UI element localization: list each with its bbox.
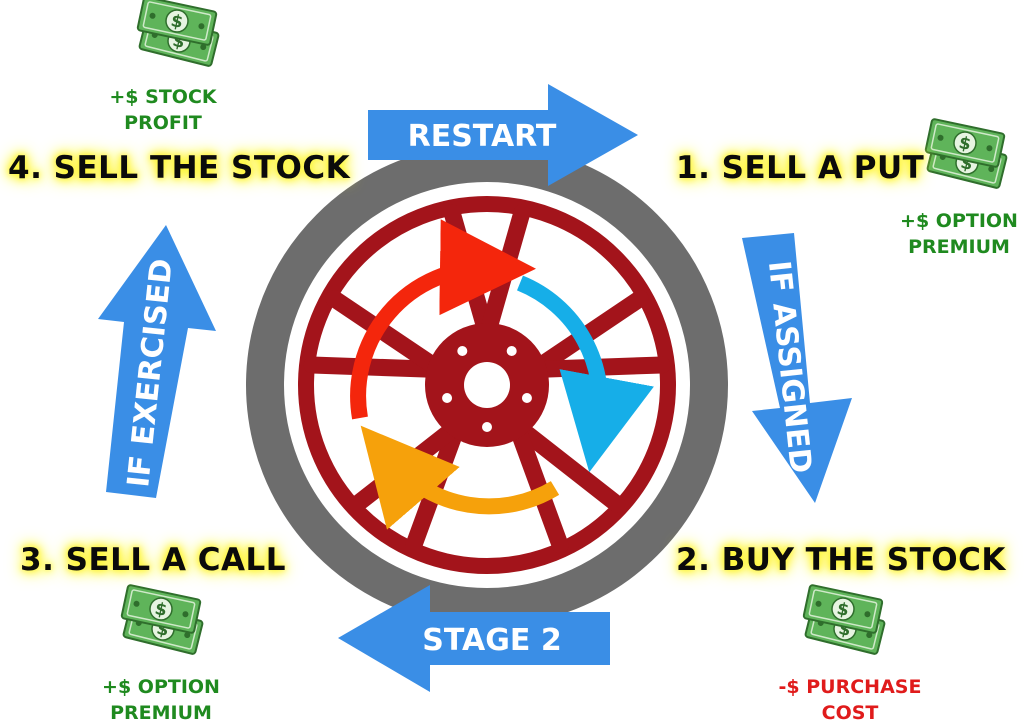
dollar-bill: $ <box>136 0 218 46</box>
step-1-sell-a-put: 1. SELL A PUT <box>676 150 925 186</box>
money-note-option-premium-call: +$ OPTION PREMIUM <box>86 674 236 726</box>
restart-arrow-label: RESTART <box>408 119 557 154</box>
wheel-bolt-holes <box>442 346 532 432</box>
wheel-spoke <box>303 356 448 379</box>
wheel-rim-icon <box>292 190 682 580</box>
svg-text:$: $ <box>835 599 851 621</box>
svg-text:$: $ <box>169 11 185 33</box>
stage-2-arrow: STAGE 2 <box>338 585 610 692</box>
wheel-bolt-hole <box>457 346 468 357</box>
step-2-buy-the-stock: 2. BUY THE STOCK <box>676 542 1006 578</box>
wheel-bolt-hole <box>442 392 453 403</box>
svg-text:$: $ <box>957 133 973 155</box>
money-note-stock-profit: +$ STOCK PROFIT <box>98 84 228 136</box>
money-note-option-premium-put: +$ OPTION PREMIUM <box>894 208 1024 260</box>
step-3-sell-a-call: 3. SELL A CALL <box>20 542 286 578</box>
restart-arrow: RESTART <box>368 84 638 186</box>
money-note-line: +$ OPTION <box>102 676 220 698</box>
cycle-arrow-orange <box>360 425 560 530</box>
svg-text:$: $ <box>153 599 169 621</box>
money-note-line: +$ OPTION <box>900 210 1018 232</box>
tire-label-calls: CALLS <box>205 328 244 442</box>
wheel-bolt-hole <box>521 392 532 403</box>
dollar-bills-icon: $$ <box>924 118 1008 189</box>
dollar-bill: $ <box>802 584 884 634</box>
if-exercised-arrow: IF EXERCISED <box>98 225 216 498</box>
money-note-purchase-cost: -$ PURCHASE COST <box>768 674 932 726</box>
wheel-spoke <box>507 416 569 554</box>
step-4-sell-the-stock: 4. SELL THE STOCK <box>8 150 351 186</box>
money-note-line: PREMIUM <box>908 236 1010 258</box>
dollar-bill: $ <box>924 118 1006 168</box>
wheel-bolt-hole <box>482 422 492 432</box>
dollar-bills-icon: $$ <box>136 0 220 67</box>
stage-2-arrow-label: STAGE 2 <box>422 623 561 658</box>
wheel-spoke <box>325 289 448 379</box>
money-note-line: PROFIT <box>124 112 202 134</box>
wheel-bolt-hole <box>506 346 517 357</box>
cycle-arrow-blue <box>516 275 654 473</box>
dollar-bills-icon: $$ <box>802 584 886 655</box>
money-note-line: PREMIUM <box>110 702 212 724</box>
money-note-line: +$ STOCK <box>109 86 217 108</box>
money-note-line: COST <box>821 702 879 724</box>
cycle-arrow-red <box>350 219 536 420</box>
dollar-bills-icon: $$ <box>120 584 204 655</box>
if-assigned-arrow-label: IF ASSIGNED <box>761 259 818 475</box>
dollar-bill: $ <box>120 584 202 634</box>
cycle-arrows-icon <box>350 219 654 530</box>
money-note-line: -$ PURCHASE <box>778 676 922 698</box>
